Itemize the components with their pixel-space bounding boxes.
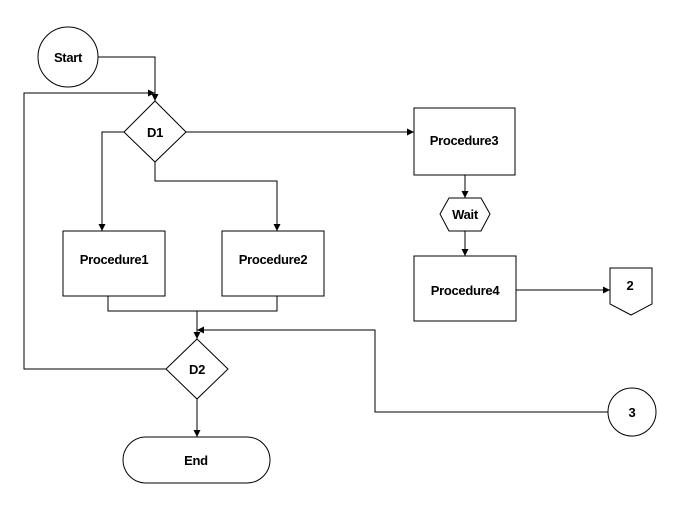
- node-connector-2-label: 2: [627, 278, 634, 293]
- node-procedure2[interactable]: Procedure2: [221, 230, 325, 297]
- edges: [23, 56, 610, 437]
- edge-connector-3-to-d2: [197, 326, 608, 413]
- node-end[interactable]: End: [122, 436, 271, 484]
- node-procedure1[interactable]: Procedure1: [62, 230, 166, 297]
- node-end-label: End: [184, 453, 208, 468]
- node-connector-3-label: 3: [629, 405, 636, 420]
- node-procedure1-label: Procedure1: [80, 252, 149, 267]
- node-wait-label: Wait: [452, 207, 479, 222]
- node-d2[interactable]: D2: [165, 338, 229, 400]
- node-wait[interactable]: Wait: [439, 197, 491, 232]
- edge-d1-to-procedure2: [154, 162, 281, 231]
- node-start[interactable]: Start: [37, 26, 99, 88]
- node-procedure4-label: Procedure4: [431, 283, 501, 298]
- node-d1[interactable]: D1: [123, 100, 187, 163]
- node-procedure3-label: Procedure3: [430, 133, 499, 148]
- node-procedure4[interactable]: Procedure4: [413, 255, 517, 322]
- edge-d1-to-procedure1: [98, 131, 124, 231]
- node-d1-label: D1: [147, 125, 163, 140]
- node-start-label: Start: [54, 50, 83, 65]
- node-procedure2-label: Procedure2: [239, 252, 308, 267]
- edge-procedure1-merge: [107, 296, 278, 312]
- node-connector-3[interactable]: 3: [607, 387, 657, 437]
- node-d2-label: D2: [189, 362, 205, 377]
- edge-start-to-d1: [96, 56, 159, 101]
- node-connector-2[interactable]: 2: [609, 267, 653, 316]
- node-procedure3[interactable]: Procedure3: [413, 107, 516, 176]
- edge-d2-loop-to-d1: [23, 89, 166, 370]
